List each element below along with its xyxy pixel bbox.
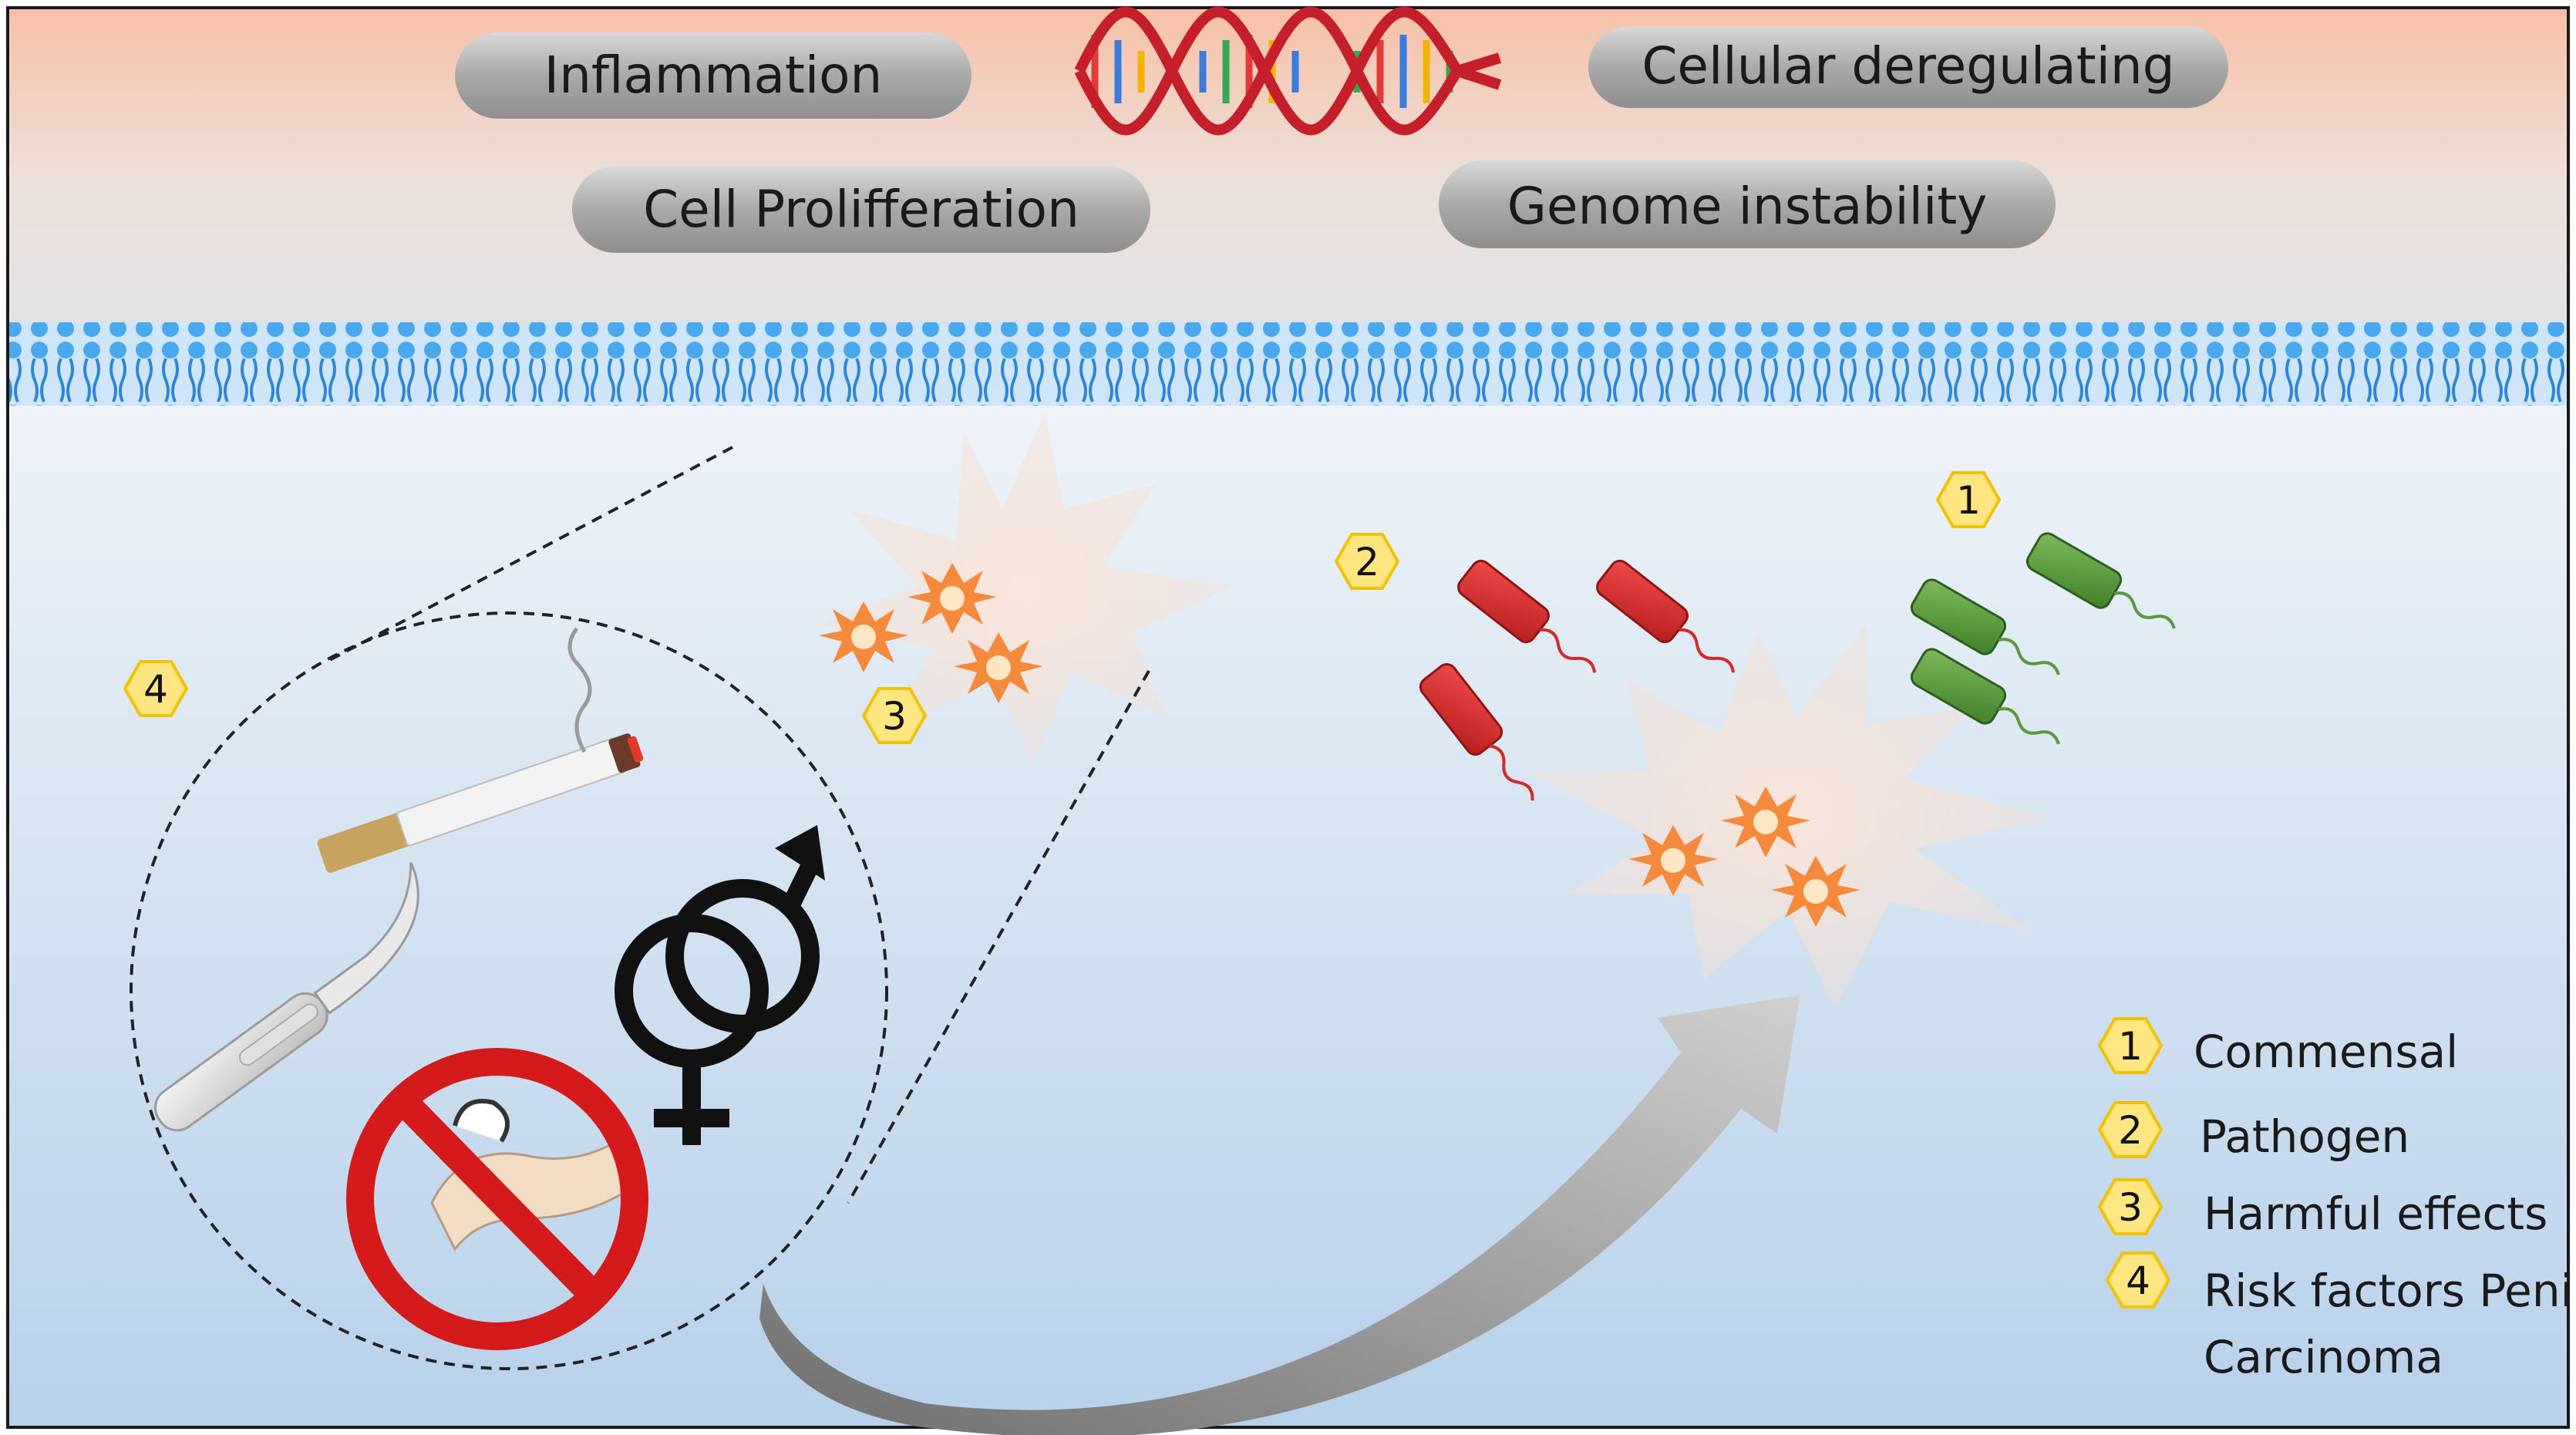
frame-border — [6, 6, 2570, 1429]
marker-2-number: 2 — [1355, 540, 1379, 584]
pathogen-bacterium — [1596, 559, 1736, 673]
legend-item-label: Risk factors Penile — [2204, 1265, 2576, 1317]
risk-factor-zoom — [130, 446, 1150, 1370]
legend-item-label-line2: Carcinoma — [2204, 1331, 2443, 1383]
legend-item: 3 Harmful effects — [2097, 1178, 2547, 1240]
legend: 1 Commensal 2 Pathogen 3 Harmful effects… — [2097, 1017, 2576, 1383]
marker-4-number: 4 — [143, 667, 168, 712]
harmful-effects-marker: 3 — [861, 687, 928, 744]
legend-item: 1 Commensal — [2097, 1017, 2458, 1078]
cigarette-icon — [317, 733, 644, 873]
genome-instability-pill: Genome instability — [1439, 160, 2056, 248]
progression-arrow — [759, 995, 1800, 1435]
cellular-deregulating-pill: Cellular deregulating — [1588, 26, 2228, 108]
harmful-burst-left — [817, 413, 1234, 763]
risk-factors-marker: 4 — [123, 660, 189, 717]
legend-item-label: Commensal — [2194, 1026, 2458, 1078]
pathogen-bacterium — [1419, 663, 1534, 801]
smoke-icon — [567, 627, 592, 753]
inflammation-label: Inflammation — [544, 45, 883, 105]
cell-membrane — [8, 322, 2568, 406]
no-circumcision-sign-icon — [346, 1048, 648, 1350]
inflammation-pill: Inflammation — [455, 32, 971, 119]
cell-proliferation-label: Cell Prolifferation — [643, 180, 1079, 239]
marker-1-number: 1 — [1956, 478, 1981, 523]
gender-symbol-icon — [615, 825, 825, 1145]
cellular-deregulating-label: Cellular deregulating — [1642, 36, 2174, 96]
legend-item-label: Pathogen — [2200, 1110, 2409, 1163]
commensal-bacterium — [2025, 532, 2176, 629]
harmful-spark-icon — [819, 601, 908, 672]
pathogen-marker: 2 — [1334, 533, 1400, 590]
commensal-bacterium — [1910, 648, 2060, 745]
harmful-spark-icon — [907, 563, 997, 634]
legend-item-number: 1 — [2118, 1024, 2143, 1069]
cell-proliferation-pill: Cell Prolifferation — [572, 167, 1150, 253]
legend-item: 2 Pathogen — [2097, 1101, 2409, 1163]
legend-item-number: 2 — [2118, 1108, 2143, 1153]
commensal-bacterium — [1910, 578, 2060, 675]
commensal-marker: 1 — [1935, 471, 2002, 528]
scalpel-icon — [153, 861, 419, 1132]
pathogen-bacterium — [1457, 559, 1597, 673]
marker-3-number: 3 — [882, 694, 907, 739]
harmful-spark-icon — [1721, 787, 1810, 857]
legend-item-number: 4 — [2126, 1258, 2150, 1303]
legend-item-number: 3 — [2118, 1185, 2143, 1230]
genome-instability-label: Genome instability — [1507, 177, 1988, 236]
harmful-spark-icon — [1628, 825, 1718, 896]
legend-item-label: Harmful effects — [2204, 1187, 2547, 1240]
legend-item: 4 Risk factors Penile Carcinoma — [2105, 1251, 2576, 1383]
dna-helix-icon — [1074, 6, 1502, 136]
harmful-spark-icon — [1771, 856, 1860, 927]
harmful-spark-icon — [954, 632, 1043, 703]
